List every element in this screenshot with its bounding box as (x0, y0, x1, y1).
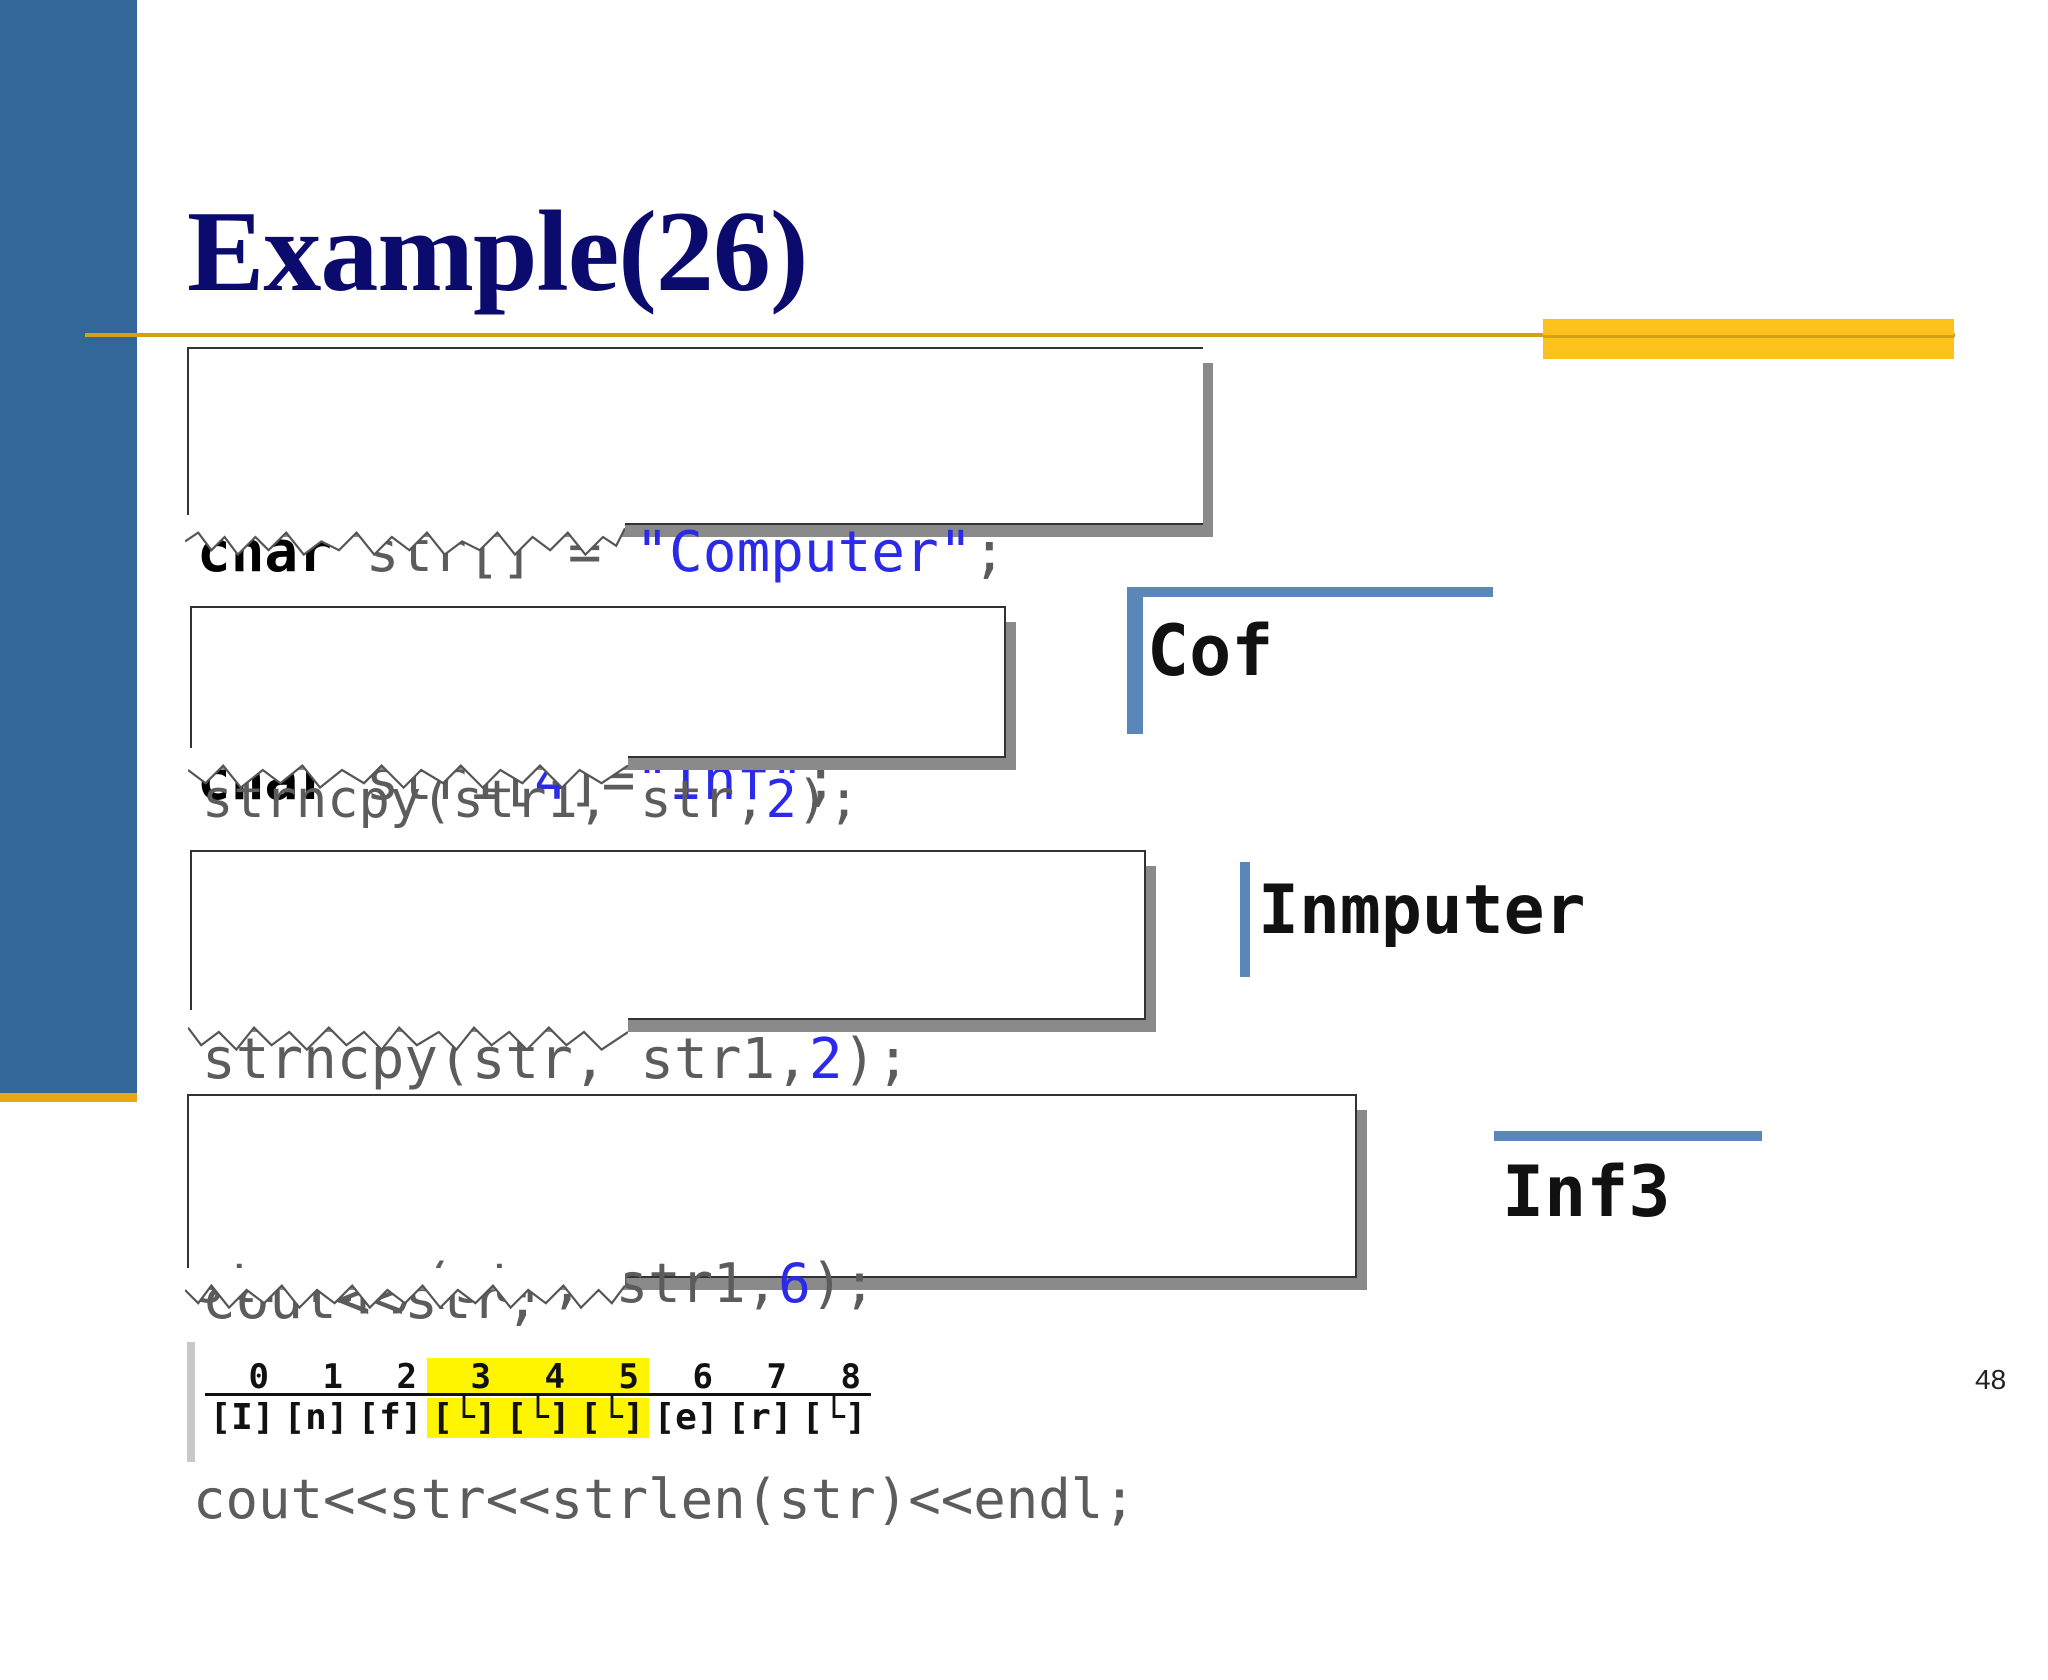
memory-index: 7 (723, 1358, 797, 1396)
code-token: "Computer" (635, 520, 973, 585)
memory-index: 5 (575, 1358, 649, 1396)
memory-cell: [I] (209, 1397, 275, 1438)
output-frame-left (1240, 862, 1250, 977)
output-frame-top (1494, 1131, 1762, 1141)
memory-index: 8 (797, 1358, 871, 1396)
code-block-strncpy-2: strncpy(str, str1,2); cout<<str; (188, 850, 1146, 1332)
code-token: ); (810, 1252, 876, 1315)
page-number: 48 (1975, 1364, 2007, 1395)
console-output-1: Cof (1147, 610, 1274, 692)
title-accent-bar (1543, 319, 1954, 359)
slide-title: Example(26) (187, 188, 808, 316)
console-output-2: Inmputer (1258, 871, 1586, 950)
code-token: ); (796, 770, 860, 830)
memory-cell: [└] (427, 1398, 501, 1438)
code-block-declarations: char str[] = "Computer"; char str1[4]="I… (185, 347, 1203, 813)
code-token: 6 (778, 1252, 811, 1315)
code-token: 2 (765, 770, 797, 830)
memory-index: 6 (649, 1358, 723, 1396)
code-token: ; (972, 520, 1007, 585)
torn-edge (185, 515, 625, 557)
memory-index: 1 (279, 1358, 353, 1396)
memory-index: 3 (427, 1358, 501, 1396)
memory-cell: [e] (653, 1397, 719, 1438)
memory-cell: [r] (727, 1397, 793, 1438)
memory-index: 0 (205, 1358, 279, 1396)
code-line: cout<<str<<strlen(str)<<endl; (193, 1464, 1351, 1536)
memory-cell: [└] (801, 1397, 867, 1438)
title-accent-line (1543, 335, 1954, 338)
code-token: 2 (808, 1027, 843, 1092)
torn-edge (188, 1010, 628, 1052)
memory-cell: [└] (501, 1398, 575, 1438)
console-output-3: Inf3 (1502, 1151, 1671, 1233)
sidebar-bar (0, 0, 137, 1093)
output-frame-top (1127, 587, 1493, 597)
memory-cell: [└] (575, 1398, 649, 1438)
sidebar-accent (0, 1093, 137, 1102)
memory-cell: [n] (283, 1397, 349, 1438)
torn-edge (188, 748, 628, 790)
code-token: ); (842, 1027, 911, 1092)
memory-cell-row: [I][n][f][└][└][└][e][r][└] (205, 1398, 871, 1438)
code-token: "Inf" (635, 748, 804, 813)
title-rule (85, 333, 1955, 337)
code-block-strncpy-1: strncpy(str1, str,2); cout<<str1; (188, 606, 1006, 1034)
output-frame-left (1127, 587, 1143, 734)
torn-edge (185, 1268, 625, 1310)
memory-index: 4 (501, 1358, 575, 1396)
code-token: cout<<str<<strlen(str)<<endl; (193, 1468, 1136, 1531)
code-token: ; (803, 748, 838, 813)
memory-cell: [f] (357, 1397, 423, 1438)
code-block-strncpy-3: strncpy(str, str1,6); cout<<str<<strlen(… (185, 1094, 1357, 1531)
memory-index: 2 (353, 1358, 427, 1396)
